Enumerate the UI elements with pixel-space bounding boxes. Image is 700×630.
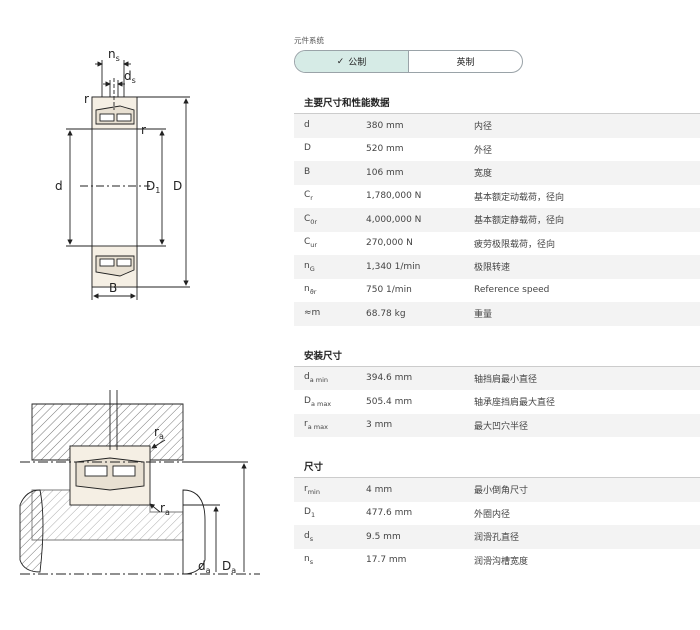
label-da: da (198, 559, 211, 575)
unit-system-toggle: ✓ 公制 英制 (294, 50, 523, 73)
bearing-cross-section-drawing (66, 60, 190, 300)
label-r-side: r (141, 123, 146, 137)
section-title-dimensions: 尺寸 (294, 459, 700, 478)
mounting-drawing (19, 390, 260, 575)
imperial-label: 英制 (456, 58, 475, 68)
label-B: B (109, 281, 117, 295)
section-title-mounting: 安装尺寸 (294, 348, 700, 367)
bottom-drawing-labels: ra ra da Da (154, 425, 236, 575)
label-Da: Da (222, 559, 236, 575)
label-D1: D1 (146, 179, 160, 195)
label-ns: ns (108, 47, 120, 63)
bearing-drawings: ns ds r r d D1 D B (19, 47, 260, 575)
section-title-main: 主要尺寸和性能数据 (294, 95, 700, 114)
label-D: D (173, 179, 182, 193)
metric-option[interactable]: ✓ 公制 (295, 51, 409, 72)
label-ds: ds (124, 69, 136, 85)
check-icon: ✓ (336, 56, 345, 67)
imperial-option[interactable]: 英制 (409, 51, 522, 72)
label-ra-top: ra (154, 425, 164, 441)
label-ra-bottom: ra (160, 501, 170, 517)
top-drawing-labels: ns ds r r d D1 D B (55, 47, 182, 295)
label-r-top: r (84, 92, 89, 106)
metric-label: 公制 (348, 58, 367, 68)
label-d: d (55, 179, 63, 193)
unit-system-label: 元件系统 (294, 36, 324, 45)
